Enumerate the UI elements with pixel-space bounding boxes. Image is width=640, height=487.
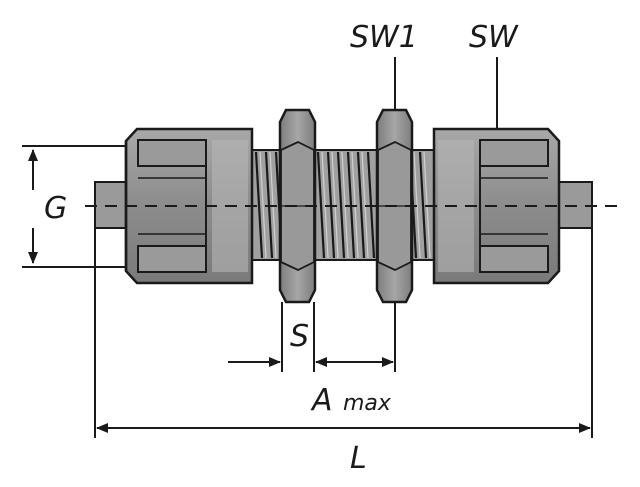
- a-max-subscript: max: [343, 391, 392, 416]
- s-label: S: [290, 319, 309, 354]
- l-dimension: [94, 228, 593, 438]
- hex-nut-left: [278, 108, 317, 304]
- sw1-label: SW1: [350, 20, 418, 55]
- a-label: A: [310, 383, 333, 418]
- g-label: G: [44, 191, 67, 226]
- sw-label: SW: [469, 20, 519, 55]
- l-label: L: [350, 441, 367, 476]
- g-dimension: [22, 145, 126, 268]
